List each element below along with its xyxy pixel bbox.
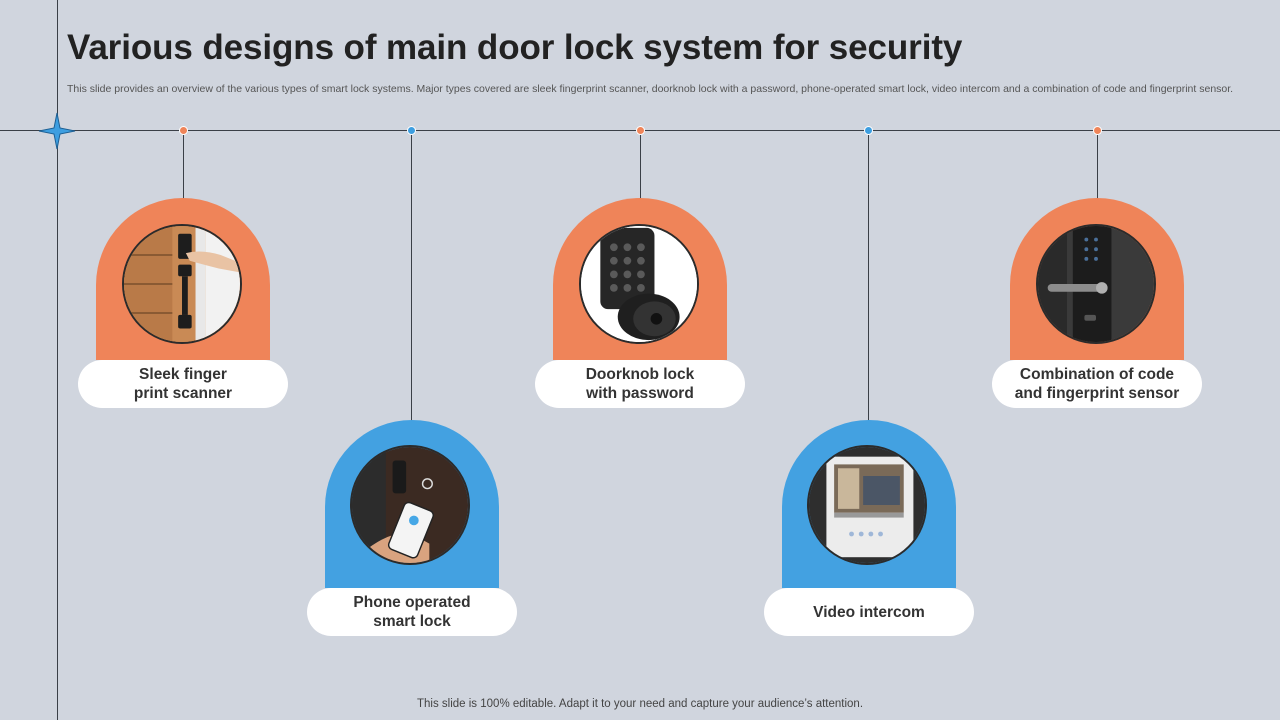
keypad-doorknob-photo xyxy=(579,224,699,344)
card-label-doorknob-password: Doorknob lock with password xyxy=(535,360,745,408)
card-label-code-fingerprint: Combination of code and fingerprint senso… xyxy=(992,360,1202,408)
timeline-connector xyxy=(411,135,412,421)
page-subtitle: This slide provides an overview of the v… xyxy=(67,83,1234,95)
timeline-dot xyxy=(1093,126,1102,135)
card-label-line: Video intercom xyxy=(813,603,925,621)
card-label-line: Phone operated xyxy=(353,594,471,611)
four-point-star-icon xyxy=(38,112,76,150)
card-label-line: smart lock xyxy=(373,613,451,630)
timeline-connector xyxy=(1097,135,1098,199)
code-fingerprint-lock-photo xyxy=(1036,224,1156,344)
timeline-dot xyxy=(407,126,416,135)
card-label-sleek-fingerprint: Sleek finger print scanner xyxy=(78,360,288,408)
timeline-connector xyxy=(640,135,641,199)
card-label-phone-operated: Phone operated smart lock xyxy=(307,588,517,636)
timeline-dot xyxy=(179,126,188,135)
card-label-line: Sleek finger xyxy=(139,366,227,383)
page-title: Various designs of main door lock system… xyxy=(67,28,963,67)
phone-lock-photo xyxy=(350,445,470,565)
video-intercom-photo xyxy=(807,445,927,565)
timeline-connector xyxy=(868,135,869,421)
card-label-line: Combination of code xyxy=(1019,366,1175,383)
timeline-connector xyxy=(183,135,184,199)
timeline-vertical-line xyxy=(57,0,58,720)
card-label-video-intercom: Video intercom xyxy=(764,588,974,636)
card-label-line: with password xyxy=(586,385,694,402)
timeline-dot xyxy=(636,126,645,135)
fingerprint-lock-photo xyxy=(122,224,242,344)
card-label-line: and fingerprint sensor xyxy=(1014,385,1180,402)
card-label-line: Doorknob lock xyxy=(585,366,695,383)
timeline-dot xyxy=(864,126,873,135)
footer-note: This slide is 100% editable. Adapt it to… xyxy=(416,698,864,710)
card-label-line: print scanner xyxy=(133,385,233,402)
